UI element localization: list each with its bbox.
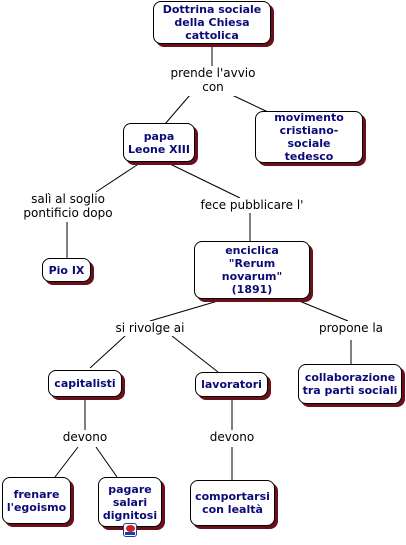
concept-comportarsi-lealta[interactable]: comportarsi con lealtà [190, 480, 275, 526]
concept-capitalisti[interactable]: capitalisti [48, 370, 122, 397]
connector-line [149, 297, 229, 322]
resource-icon-shape [126, 525, 135, 532]
link-label-devono-capitalisti: devono [60, 430, 110, 445]
connector-line [291, 297, 349, 322]
concept-enciclica-rerum-novarum[interactable]: enciclica "Rerum novarum" (1891) [194, 241, 310, 299]
link-label-sali-soglio: salì al soglio pontificio dopo [20, 192, 116, 222]
resource-icon-base [125, 532, 135, 535]
concept-movimento-cristiano-sociale[interactable]: movimento cristiano-sociale tedesco [255, 111, 363, 163]
connector-line [95, 162, 141, 193]
concept-collaborazione[interactable]: collaborazione tra parti sociali [298, 364, 402, 404]
connector-line [171, 335, 219, 373]
concept-papa-leone-xiii[interactable]: papa Leone XIII [123, 123, 195, 162]
link-label-si-rivolge: si rivolge ai [108, 321, 192, 336]
connector-line [231, 94, 269, 113]
concept-dottrina-sociale[interactable]: Dottrina sociale della Chiesa cattolica [153, 1, 271, 44]
link-label-prende-avvio: prende l'avvio con [170, 66, 256, 96]
concept-lavoratori[interactable]: lavoratori [195, 372, 268, 397]
concept-pagare-salari[interactable]: pagare salari dignitosi [98, 477, 162, 527]
concept-pio-ix[interactable]: Pio IX [42, 258, 91, 282]
connector-line [54, 446, 79, 478]
connector-line [89, 335, 126, 369]
link-label-fece-pubblicare: fece pubblicare l' [197, 198, 307, 213]
link-label-propone: propone la [316, 321, 386, 336]
connector-line [167, 162, 241, 199]
connector-line [164, 94, 191, 125]
connector-line [95, 446, 118, 478]
concept-frenare-egoismo[interactable]: frenare l'egoismo [2, 477, 71, 524]
resource-icon[interactable] [123, 523, 137, 537]
link-label-devono-lavoratori: devono [207, 430, 257, 445]
